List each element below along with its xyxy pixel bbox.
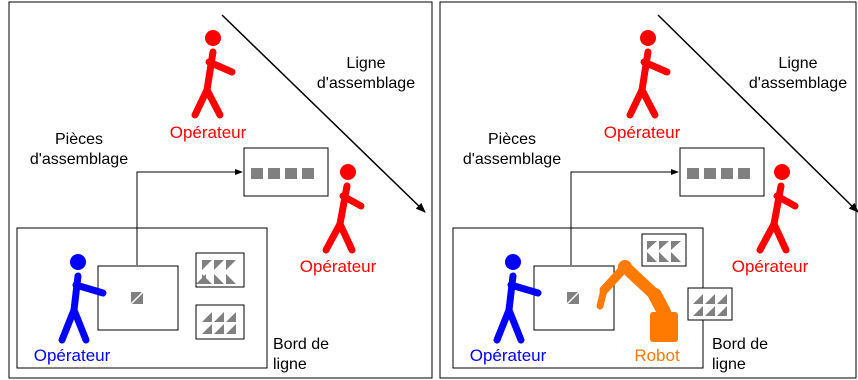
operator-label: Opérateur	[732, 257, 809, 276]
robot-label: Robot	[634, 346, 680, 365]
assembly-line-label-2: d'assemblage	[749, 75, 847, 92]
panel-frame	[8, 1, 433, 379]
assembly-line-label-2: d'assemblage	[317, 75, 415, 92]
parts-label-2: d'assemblage	[30, 151, 128, 168]
panel-without-robot: Ligne d'assemblage Opérateur Pièces d'as…	[8, 1, 433, 379]
assembly-line-arrow	[221, 14, 426, 213]
part-on-bench	[130, 291, 144, 305]
operator-icon	[58, 254, 107, 344]
parts-bin	[195, 252, 245, 288]
operator-label: Opérateur	[470, 346, 547, 365]
parts-bin	[195, 304, 245, 340]
operator-icon	[626, 30, 671, 119]
line-side-label-2: ligne	[712, 356, 746, 373]
assembly-line-label-1: Ligne	[346, 55, 385, 72]
line-side-label-1: Bord de	[712, 336, 768, 353]
part-items	[687, 168, 750, 179]
operator-label: Opérateur	[34, 346, 111, 365]
parts-label-1: Pièces	[488, 131, 536, 148]
operator-icon	[322, 164, 365, 254]
assembly-line-arrow	[657, 14, 858, 213]
operator-label: Opérateur	[300, 257, 377, 276]
parts-label-2: d'assemblage	[463, 151, 561, 168]
parts-bin	[641, 233, 687, 267]
part-on-bench	[566, 291, 580, 305]
assembly-line-label-1: Ligne	[778, 55, 817, 72]
operator-label: Opérateur	[170, 123, 247, 142]
operator-label: Opérateur	[604, 123, 681, 142]
operator-icon	[756, 164, 799, 254]
panel-frame	[439, 1, 857, 379]
supply-flow-arrow	[136, 169, 243, 265]
robot-arm-icon	[596, 260, 678, 342]
line-side-area	[16, 227, 268, 369]
part-items	[251, 168, 314, 179]
parts-label-1: Pièces	[55, 131, 103, 148]
line-side-label-2: ligne	[273, 356, 307, 373]
operator-icon	[493, 254, 542, 344]
line-side-label-1: Bord de	[273, 336, 329, 353]
supply-flow-arrow	[570, 169, 679, 265]
parts-bin	[687, 287, 733, 321]
panel-with-robot: Ligne d'assemblage Opérateur Pièces d'as…	[439, 1, 858, 379]
operator-icon	[191, 30, 236, 119]
